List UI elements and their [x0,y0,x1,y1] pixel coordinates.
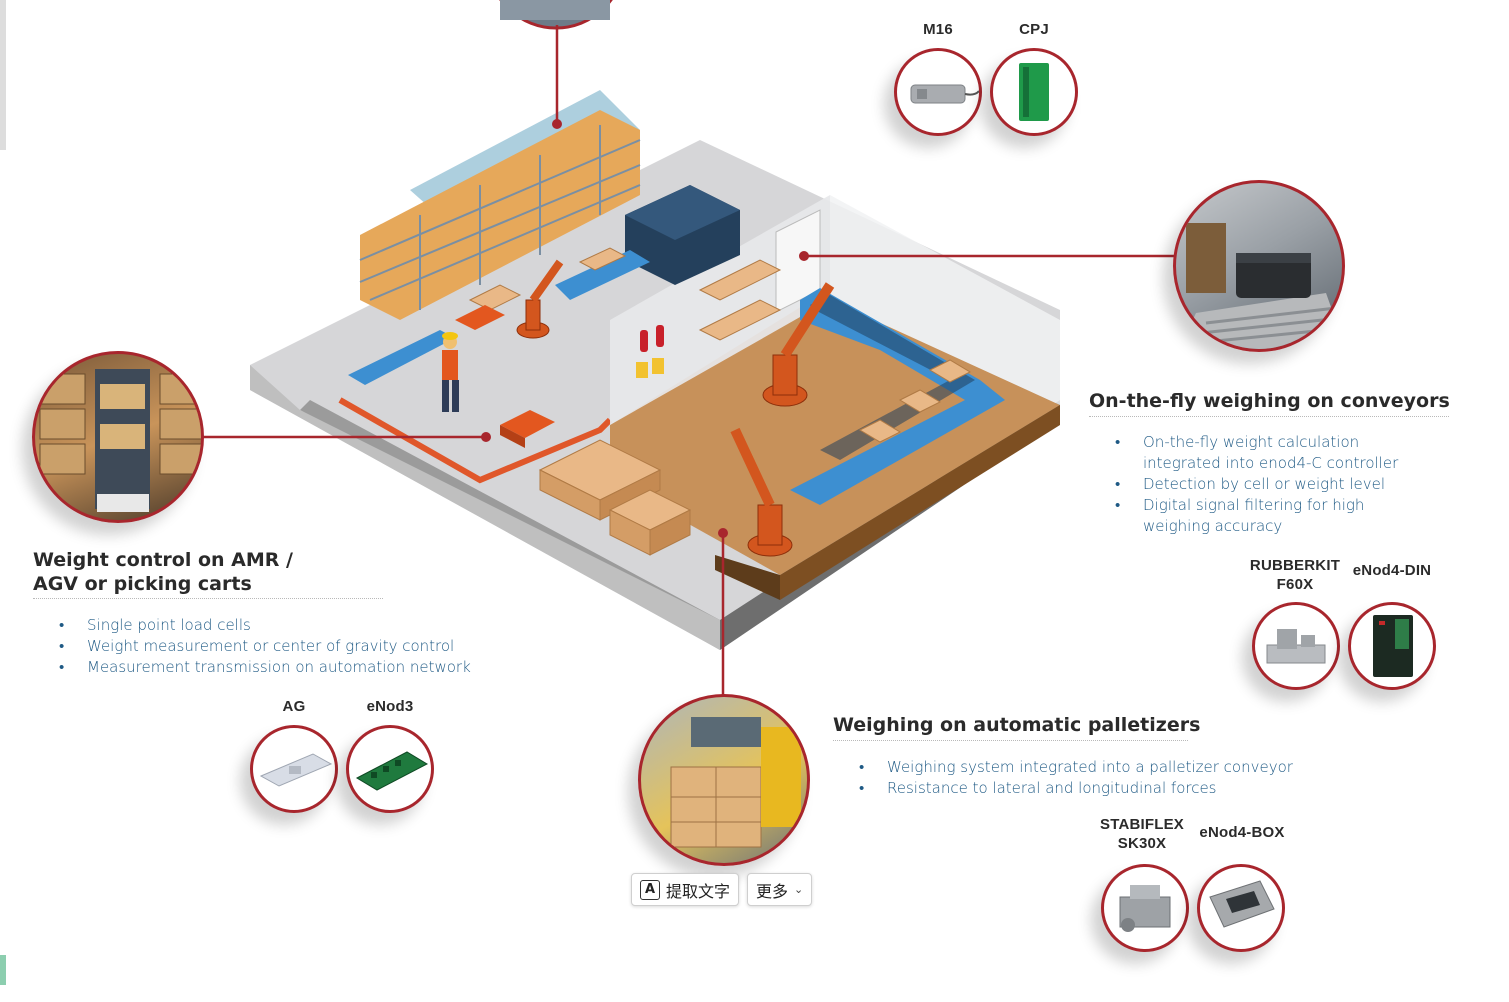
product-label-stabiflex-line1: STABIFLEX [1099,816,1185,833]
palletizers-section-title: Weighing on automatic palletizers [833,714,1201,736]
palletizer-photo-art [670,717,801,848]
extract-text-button[interactable]: A 提取文字 [631,873,740,906]
amr-section-title-line2: AGV or picking carts [33,573,252,595]
palletizers-bullet-1: Weighing system integrated into a pallet… [859,757,1293,778]
amr-photo [32,351,204,523]
product-label-m16: M16 [923,21,953,38]
product-label-ag: AG [282,698,306,715]
amr-section-title-line1: Weight control on AMR / [33,549,293,571]
conveyors-bullet-list: On-the-fly weight calculation integrated … [1115,432,1398,537]
connector-lines [200,25,1178,700]
agv-cart [455,305,555,448]
ocr-toolbar: A 提取文字 更多 ⌄ [631,873,813,906]
amr-photo-art [39,369,201,512]
palletizers-bullet-2: Resistance to lateral and longitudinal f… [859,778,1293,799]
palletizer-photo [638,694,810,866]
amr-bullet-2: Weight measurement or center of gravity … [59,636,471,657]
palletizers-bullet-list: Weighing system integrated into a pallet… [859,757,1293,799]
conveyor-photo [1173,180,1345,352]
conveyors-bullet-3-line2: weighing accuracy [1143,517,1283,535]
conveyors-bullet-3-line1: Digital signal filtering for high [1143,496,1365,514]
conveyors-bullet-1-line1: On-the-fly weight calculation [1143,433,1360,451]
product-label-cpj: CPJ [1019,21,1049,38]
conveyors-bullet-1-line2: integrated into enod4-C controller [1143,454,1399,472]
edge-artifact-bottom [0,955,6,985]
amr-bullet-list: Single point load cells Weight measureme… [59,615,471,678]
warehouse-racks [359,90,641,320]
product-enod3-image [346,725,434,813]
conveyors-title-underline [1089,416,1449,417]
wall-equipment [636,325,664,378]
amr-bullet-1: Single point load cells [59,615,471,636]
conveyors-section-title: On-the-fly weighing on conveyors [1089,390,1450,412]
amr-section-title: Weight control on AMR / AGV or picking c… [33,548,293,596]
product-ag-image [250,725,338,813]
palletizers-title-underline [833,740,1188,741]
product-enod4-din-image [1348,602,1436,690]
top-detail-photo [499,0,613,30]
product-label-stabiflex: STABIFLEX SK30X [1090,815,1194,853]
robot-arms [516,259,835,557]
edge-artifact [0,0,6,150]
text-recognition-icon: A [640,879,660,900]
product-label-rubberkit-line2: F60X [1276,576,1314,593]
product-label-rubberkit-line1: RUBBERKIT [1249,557,1341,574]
product-rubberkit-image [1252,602,1340,690]
product-label-enod4-din: eNod4-DIN [1352,562,1432,579]
amr-title-underline [33,598,383,599]
pallets [468,247,972,556]
product-label-enod3: eNod3 [366,698,414,715]
sorting-machine [625,185,740,285]
extract-text-label: 提取文字 [666,881,731,901]
more-dropdown-button[interactable]: 更多 ⌄ [747,873,813,906]
more-label: 更多 [756,881,789,901]
product-label-enod4-box: eNod4-BOX [1199,824,1285,841]
conveyors-bullet-1: On-the-fly weight calculation integrated … [1115,432,1398,474]
conveyors-bullet-2: Detection by cell or weight level [1115,474,1398,495]
product-cpj-image [990,48,1078,136]
conveyor-photo-art [1178,223,1342,349]
chevron-down-icon: ⌄ [794,883,804,896]
amr-bullet-3: Measurement transmission on automation n… [59,657,471,678]
product-label-rubberkit: RUBBERKIT F60X [1240,556,1350,594]
product-enod4-box-image [1197,864,1285,952]
conveyors-bullet-3: Digital signal filtering for high weighin… [1115,495,1398,537]
product-m16-image [894,48,982,136]
product-stabiflex-image [1101,864,1189,952]
worker-figure [442,332,459,412]
product-label-stabiflex-line2: SK30X [1117,835,1167,852]
